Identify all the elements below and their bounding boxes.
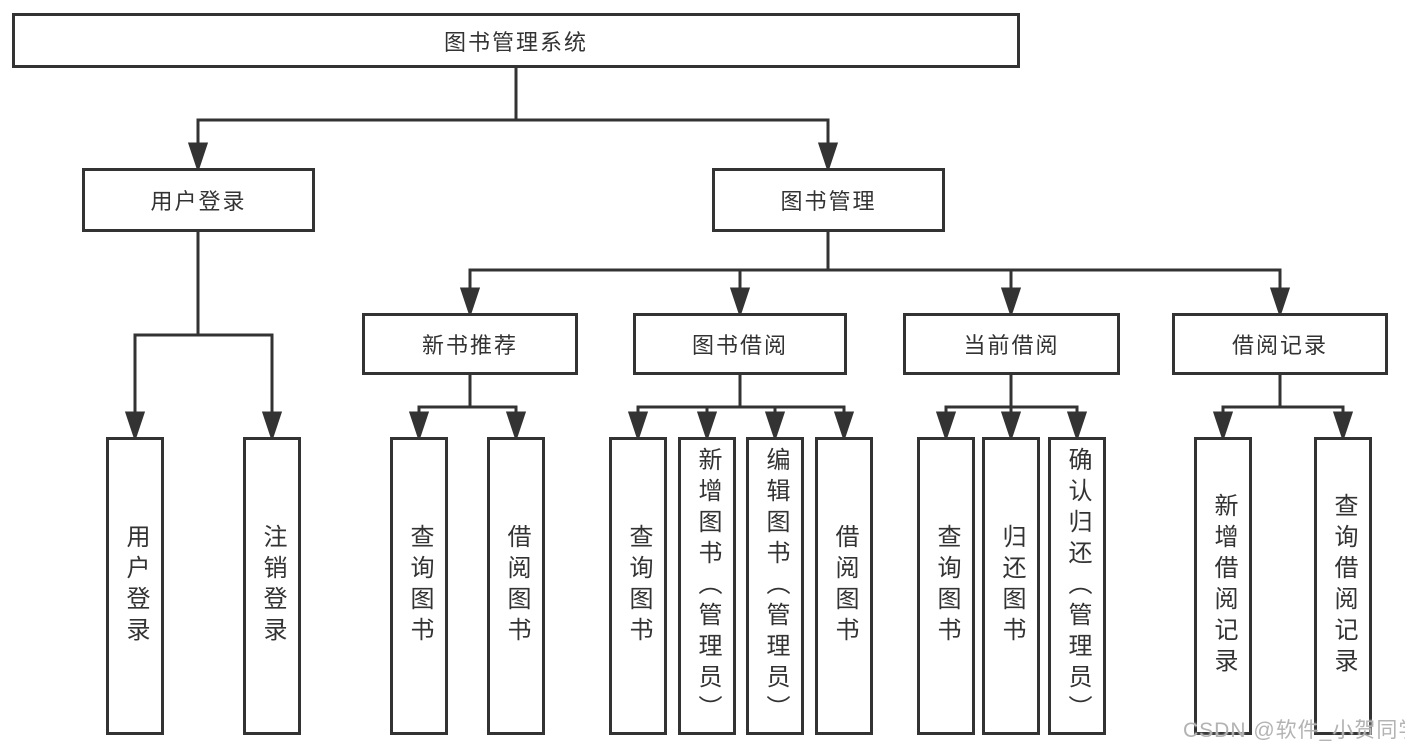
node-new-book-recommend: 新书推荐	[362, 313, 578, 375]
csdn-watermark: CSDN @软件_小贺同学	[1183, 719, 1405, 742]
leaf-return-book: 归还图书	[982, 437, 1040, 735]
arrowhead	[833, 411, 855, 442]
leaf-query-borrow-record: 查询借阅记录	[1314, 437, 1372, 735]
arrowhead	[935, 411, 957, 442]
arrowhead	[1000, 411, 1022, 442]
node-label: 图书借阅	[691, 333, 788, 358]
leaf-label: 注销登录	[259, 524, 286, 648]
leaf-label: 借阅图书	[503, 524, 530, 648]
leaf-add-borrow-record: 新增借阅记录	[1194, 437, 1252, 735]
connector-book-borrow-to-leaves	[627, 375, 855, 442]
leaf-user-login: 用户登录	[106, 437, 164, 735]
node-label: 借阅记录	[1231, 333, 1328, 358]
arrowhead	[627, 411, 649, 442]
node-book-management: 图书管理	[712, 168, 945, 232]
connector-current-borrow-to-leaves	[935, 375, 1088, 442]
arrowhead	[764, 411, 786, 442]
leaf-label: 归还图书	[998, 524, 1025, 648]
node-label: 当前借阅	[963, 333, 1060, 358]
connector-borrow-record-to-leaves	[1212, 375, 1354, 442]
leaf-logout: 注销登录	[243, 437, 301, 735]
leaf-confirm-return-admin: 确认归还（管理员）	[1048, 437, 1106, 735]
node-root-system: 图书管理系统	[12, 13, 1020, 68]
arrowhead	[1212, 411, 1234, 442]
node-user-login: 用户登录	[82, 168, 315, 232]
leaf-query-book-2: 查询图书	[609, 437, 667, 735]
arrowhead	[1066, 411, 1088, 442]
arrowhead	[729, 287, 751, 318]
arrowhead	[1332, 411, 1354, 442]
node-label: 用户登录	[150, 189, 247, 214]
leaf-query-book-1: 查询图书	[390, 437, 448, 735]
leaf-label: 编辑图书（管理员）	[762, 446, 789, 726]
arrowhead	[459, 287, 481, 318]
arrowhead	[696, 411, 718, 442]
leaf-label: 查询图书	[406, 524, 433, 648]
leaf-label: 用户登录	[122, 524, 149, 648]
arrowhead	[817, 142, 839, 173]
connector-new-book-to-leaves	[408, 375, 527, 442]
connector-root-to-level2	[187, 68, 839, 173]
leaf-label: 查询图书	[933, 524, 960, 648]
arrowhead	[1269, 287, 1291, 318]
leaf-label: 查询图书	[625, 524, 652, 648]
leaf-borrow-book-2: 借阅图书	[815, 437, 873, 735]
leaf-add-book-admin: 新增图书（管理员）	[678, 437, 736, 735]
leaf-label: 新增图书（管理员）	[694, 446, 721, 726]
arrowhead	[1000, 287, 1022, 318]
leaf-label: 借阅图书	[831, 524, 858, 648]
leaf-label: 查询借阅记录	[1330, 493, 1357, 679]
leaf-borrow-book-1: 借阅图书	[487, 437, 545, 735]
arrowhead	[187, 142, 209, 173]
leaf-label: 新增借阅记录	[1210, 493, 1237, 679]
arrowhead	[124, 411, 146, 442]
arrowhead	[408, 411, 430, 442]
node-label: 图书管理系统	[443, 29, 588, 55]
node-borrow-record: 借阅记录	[1172, 313, 1388, 375]
arrowhead	[505, 411, 527, 442]
leaf-query-book-3: 查询图书	[917, 437, 975, 735]
leaf-label: 确认归还（管理员）	[1064, 446, 1091, 726]
node-label: 新书推荐	[421, 333, 518, 358]
connector-book-mgmt-to-level3	[459, 232, 1291, 318]
node-book-borrow: 图书借阅	[633, 313, 847, 375]
arrowhead	[261, 411, 283, 442]
connector-user-login-to-leaves	[124, 232, 283, 442]
leaf-edit-book-admin: 编辑图书（管理员）	[746, 437, 804, 735]
node-label: 图书管理	[780, 189, 877, 214]
node-current-borrow: 当前借阅	[903, 313, 1120, 375]
